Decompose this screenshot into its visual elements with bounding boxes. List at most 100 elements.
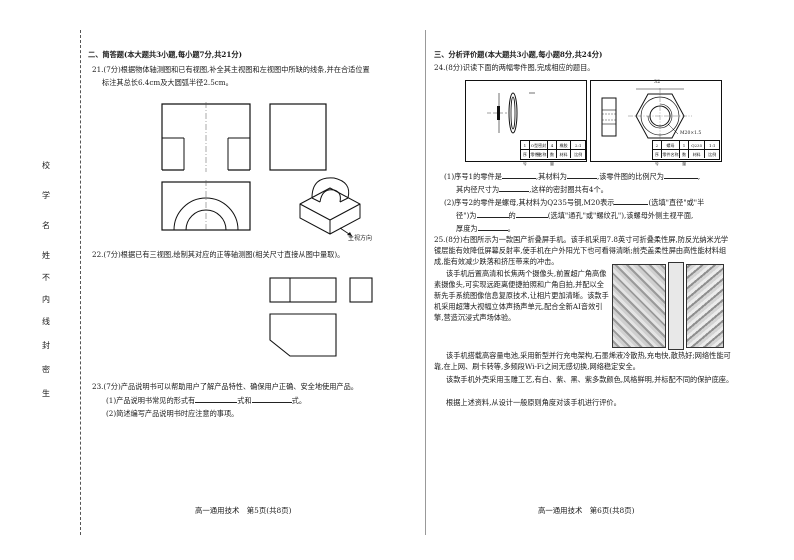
table-cell: 比例 [708, 152, 717, 157]
table-cell: 材料 [557, 150, 572, 158]
q24-sub1-b: ,其材料为 [535, 172, 567, 181]
q24-sub2-e: (选填"通孔"或"螺纹孔"),该螺母外侧主视平面, [547, 211, 694, 220]
table-cell: 零件名称 [662, 150, 681, 158]
table-cell: 数量 [680, 150, 689, 166]
q21-line1: 21.(7分)根据物体轴测图和已有视图,补全其主视图和左视图中所缺的线条,并在合… [92, 65, 370, 74]
q24-sub1-a: (1)序号1的零件是 [444, 172, 502, 181]
q24-blank-scale[interactable] [663, 178, 698, 179]
q24-sub2-d: 的 [508, 211, 516, 220]
margin-char: 内 [42, 295, 50, 304]
table-cell: 序号 [521, 150, 530, 166]
q22-top-view [269, 313, 337, 357]
q21-top-view [161, 180, 251, 232]
table-cell: 1 [521, 141, 530, 149]
q21-front-view [161, 102, 251, 172]
q21-left-view [269, 103, 327, 171]
q24-sub1-f: ,这样的密封圈共有4个。 [529, 185, 608, 194]
q24-sub2-c: 径")为 [456, 211, 477, 220]
phone-image-back [612, 264, 666, 348]
margin-char: 封 [42, 341, 50, 350]
table-cell: 1:1 [709, 143, 716, 148]
margin-char: 线 [42, 317, 50, 326]
q24-table2-row1: 2 螺母 1 Q235 1:1 [653, 141, 719, 150]
margin-char: 生 [42, 389, 50, 398]
q24-table2: 2 螺母 1 Q235 1:1 序号 零件名称 数量 材料 比例 [652, 140, 720, 166]
q24-blank-m20[interactable] [614, 204, 649, 205]
q25-paragraph5: 根据上述资料,从设计一般原则角度对该手机进行评价。 [446, 398, 621, 407]
q23-line3: (2)简述编写产品说明书时应注意的事项。 [106, 409, 239, 418]
q25-paragraph1: 25.(8分)右图所示为一款国产折叠屏手机。该手机采用7.8英寸可折叠柔性屏,防… [434, 235, 729, 266]
margin-char: 姓 [42, 251, 50, 260]
q24-table2-row2: 序号 零件名称 数量 材料 比例 [653, 150, 719, 166]
margin-char: 校 [42, 161, 50, 170]
q24-sub1-line2: 其内径尺寸为 ,这样的密封圈共有4个。 [456, 185, 608, 195]
margin-char: 密 [42, 365, 50, 374]
q23-line2-b: 式和 [237, 396, 252, 405]
q24-blank-part[interactable] [501, 178, 536, 179]
table-cell: 2 [653, 141, 662, 149]
table-cell: 螺母 [662, 141, 681, 149]
table-cell: Q235 [689, 141, 706, 149]
q23-line2: (1)产品说明书常见的形式有 式和 式。 [106, 396, 306, 406]
table-cell: 橡胶 [557, 141, 572, 149]
q25-paragraph4: 该款手机外壳采用玉雕工艺,有白、紫、黑、紫多款颜色,风格鲜明,并标配不同的保护底… [446, 375, 734, 384]
table-cell: 1 [680, 141, 689, 149]
q22-left-view [349, 277, 373, 303]
q23-blank-1[interactable] [195, 402, 238, 403]
q24-sub2-line1: (2)序号2的零件是螺母,其材料为Q235号钢,M20表示(选填"直径"或"半 [444, 198, 704, 208]
q24-nut-dim-thread: M20×1.5 [680, 131, 702, 136]
table-cell: 2:1 [574, 143, 582, 148]
q24-blank-inner-diameter[interactable] [499, 191, 530, 192]
margin-char: 不 [42, 273, 50, 282]
table-cell: 4 [548, 141, 557, 149]
q21-isometric-view [299, 177, 361, 237]
q21-line2: 标注其总长6.4cm及大圆弧半径2.5cm。 [102, 78, 233, 87]
q24-sub2-line2: 径")为 的 (选填"通孔"或"螺纹孔"),该螺母外侧主视平面, [456, 211, 693, 221]
q25-paragraph2: 该手机后置高清和长焦两个摄像头,前置超广角高像素摄像头,可实现远距离便捷拍照和广… [434, 269, 609, 322]
margin-char: 名 [42, 221, 50, 230]
q24-drawing1-frame [465, 80, 587, 162]
q24-sub1-d: , [697, 172, 701, 181]
q24-drawing2-frame [590, 80, 722, 162]
q24-sub2-g: 。 [507, 224, 515, 233]
q23-line1: 23.(7分)产品说明书可以帮助用户了解产品特性、确保用户正确、安全地使用产品。 [92, 382, 358, 391]
q24-sub1-e: 其内径尺寸为 [456, 185, 500, 194]
q25-paragraph3: 该手机搭载高容量电池,采用新型并行充电架构,石墨烯液冷散热,充电快,散热好;网络… [434, 351, 731, 371]
q24-blank-hole[interactable] [515, 217, 548, 218]
q23-line2-a: (1)产品说明书常见的形式有 [106, 396, 196, 405]
binding-dashed-line [80, 30, 81, 535]
q24-sub1-c: ,该零件图的比例尺为 [596, 172, 664, 181]
q24-nut-drawing [601, 88, 692, 142]
q24-sub1-line1: (1)序号1的零件是 ,其材料为 ,该零件图的比例尺为, [444, 172, 700, 182]
q24-sub2-a: (2)序号2的零件是螺母,其材料为Q235号钢,M20表示 [444, 198, 615, 207]
section3-title: 三、分析评价题(本大题共3小题,每小题8分,共24分) [434, 50, 603, 59]
q22-line1: 22.(7分)根据已有三视图,绘制其对应的正等轴测图(相关尺寸直接从图中量取)。 [92, 250, 345, 259]
section2-title: 二、简答题(本大题共3小题,每小题7分,共21分) [88, 50, 242, 59]
q22-front-view [269, 277, 337, 303]
q24-sub2-f: 厚度为 [456, 224, 478, 233]
q24-line1: 24.(8分)识读下面的两幅零件图,完成相应的题目。 [434, 63, 595, 72]
q24-oring-drawing [487, 92, 535, 134]
table-cell: 材料 [689, 150, 706, 158]
q24-table1-row2: 序号 零件名称 数量 材料 比例 [521, 150, 585, 166]
table-cell: 比例 [574, 152, 583, 157]
table-cell: 序号 [653, 150, 662, 166]
q24-nut-dim-top: 32 [654, 79, 661, 85]
margin-char: 学 [42, 191, 50, 200]
table-cell: O型密封圈 [530, 141, 549, 157]
q24-table1-row1: 1 O型密封圈 4 橡胶 2:1 [521, 141, 585, 157]
table-cell: 零件名称 [530, 150, 549, 158]
phone-image-front [686, 264, 724, 348]
q24-blank-material[interactable] [566, 178, 597, 179]
table-cell: 数量 [548, 150, 557, 166]
q23-blank-2[interactable] [251, 402, 292, 403]
q21-direction-label: 主视方向 [348, 235, 373, 242]
q24-blank-thickness[interactable] [477, 230, 508, 231]
q24-sub2-line3: 厚度为 。 [456, 224, 515, 234]
phone-image-side [668, 262, 684, 350]
q23-line2-c: 式。 [291, 396, 307, 405]
page-divider [425, 30, 426, 535]
q24-blank-value[interactable] [476, 217, 509, 218]
q24-table1: 1 O型密封圈 4 橡胶 2:1 序号 零件名称 数量 材料 比例 [520, 140, 586, 166]
